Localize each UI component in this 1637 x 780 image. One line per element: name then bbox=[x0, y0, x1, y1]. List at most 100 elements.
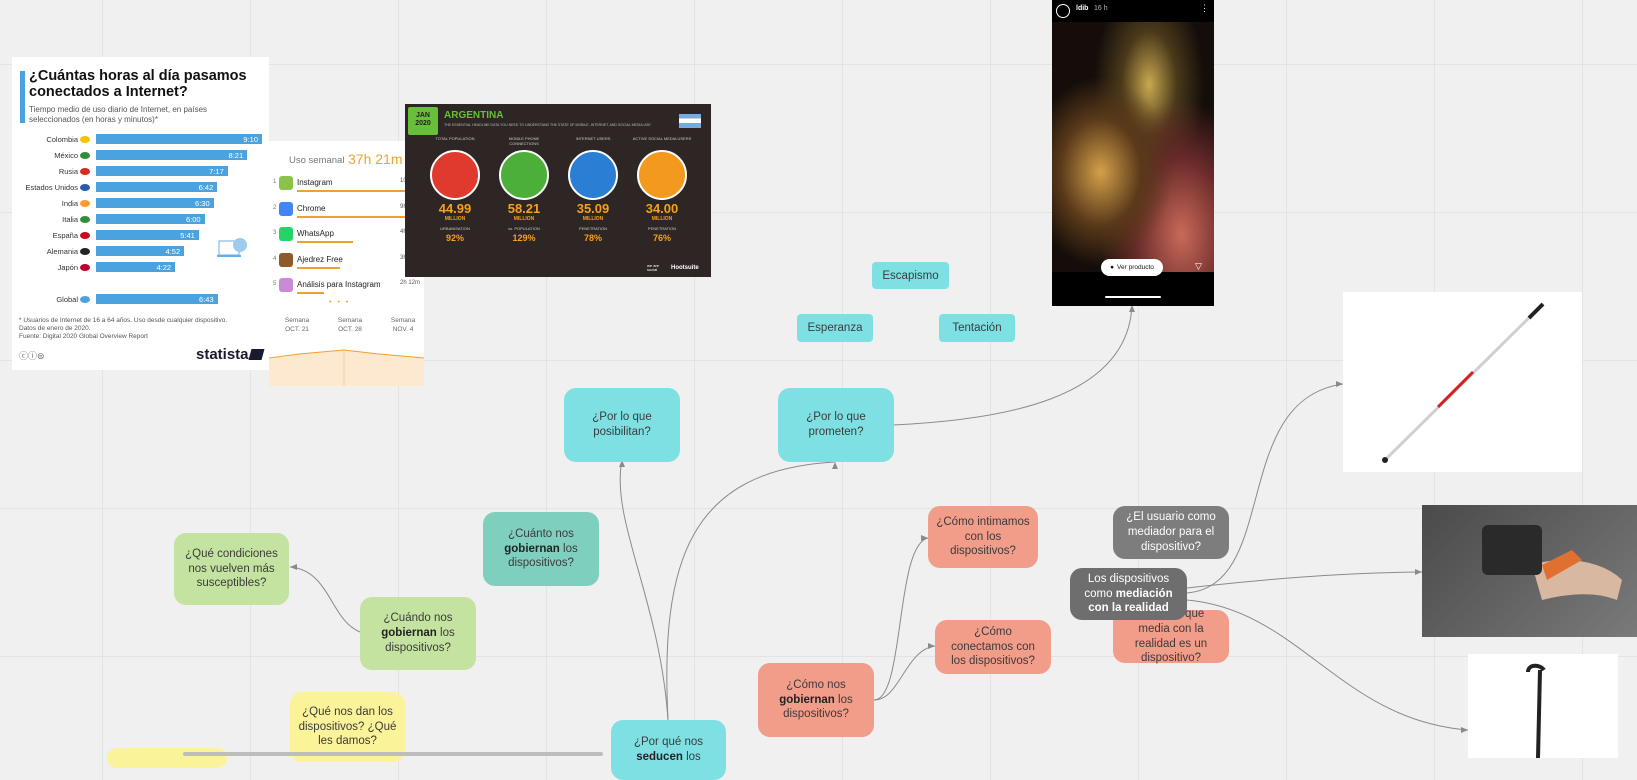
stat-value: 35.09 bbox=[576, 201, 610, 216]
stat-sub-value: 76% bbox=[652, 233, 671, 243]
story-time: 16 h bbox=[1094, 5, 1108, 12]
more-icon[interactable]: ⋮ bbox=[1200, 3, 1209, 13]
country-label: Alemania bbox=[46, 247, 78, 256]
stat-unit: MILLION bbox=[444, 216, 466, 222]
flag-icon bbox=[80, 152, 90, 159]
footnote-2: Datos de enero de 2020. bbox=[19, 325, 91, 332]
infographic-subtitle: Tiempo medio de uso diario de Internet, … bbox=[29, 105, 208, 124]
sticky-condiciones[interactable]: ¿Qué condiciones nos vuelven más suscept… bbox=[174, 533, 289, 605]
app-name: Ajedrez Free bbox=[297, 254, 343, 264]
sticky-cuando-gobiernan[interactable]: ¿Cuándo nos gobiernan los dispositivos? bbox=[360, 597, 476, 670]
flag-icon bbox=[80, 216, 90, 223]
bar-value: 4:52 bbox=[165, 247, 181, 256]
sticky-mediacion-realidad[interactable]: Los dispositivos como mediación con la r… bbox=[1070, 568, 1187, 620]
statista-infographic: ¿Cuántas horas al día pasamos conectados… bbox=[12, 57, 269, 370]
sticky-conectamos[interactable]: ¿Cómo conectamos con los dispositivos? bbox=[935, 620, 1051, 674]
sticky-bold-text: gobiernan bbox=[381, 627, 437, 640]
bar: 4:22 bbox=[96, 262, 176, 272]
stat-label: TOTAL POPULATION bbox=[435, 136, 475, 141]
sticky-text: ¿Cuánto nos bbox=[508, 527, 574, 540]
sticky-text: ¿Cómo nos bbox=[786, 678, 846, 691]
sticky-como-gobiernan[interactable]: ¿Cómo nos gobiernan los dispositivos? bbox=[758, 663, 874, 737]
country-label: India bbox=[61, 199, 78, 208]
tag-esperanza[interactable]: Esperanza bbox=[797, 314, 873, 342]
stat-icon bbox=[430, 150, 480, 200]
week-title: Semana bbox=[284, 317, 310, 324]
view-product-button[interactable]: ●Ver producto bbox=[1101, 259, 1163, 276]
sticky-cuanto-gobiernan[interactable]: ¿Cuánto nos gobiernan los dispositivos? bbox=[483, 512, 599, 586]
haptic-wristband-image bbox=[1422, 505, 1637, 637]
bar-value: 8:21 bbox=[228, 151, 244, 160]
sticky-posibilitan[interactable]: ¿Por lo que posibilitan? bbox=[564, 388, 680, 462]
hootsuite-logo: Hootsuite bbox=[671, 265, 699, 271]
sticky-prometen[interactable]: ¿Por lo que prometen? bbox=[778, 388, 894, 462]
app-bar bbox=[297, 190, 419, 192]
sticky-bold-text: mediación con la realidad bbox=[1088, 587, 1173, 615]
stat-sub-value: 78% bbox=[583, 233, 602, 243]
sticky-usuario-mediador[interactable]: ¿El usuario como mediador para el dispos… bbox=[1113, 506, 1229, 559]
bar: 8:21 bbox=[96, 150, 248, 160]
stat-label: MOBILE PHONE CONNECTIONS bbox=[508, 136, 540, 146]
sticky-que-nos-dan[interactable]: ¿Qué nos dan los dispositivos? ¿Qué les … bbox=[290, 692, 405, 762]
sticky-yellow-partial[interactable] bbox=[107, 748, 227, 768]
footer-note bbox=[409, 262, 629, 272]
sticky-text: Los dispositivos como bbox=[1084, 572, 1170, 600]
instagram-story: ldib 16 h ⋮ ●Ver producto ▽ bbox=[1052, 0, 1214, 306]
app-time: 2h 12m bbox=[399, 280, 420, 286]
horizontal-scrollbar[interactable] bbox=[183, 752, 603, 756]
send-icon[interactable]: ▽ bbox=[1195, 261, 1202, 271]
usage-label: Uso semanal bbox=[289, 155, 345, 166]
stat-sub-label: PENETRATION bbox=[647, 226, 677, 231]
stat-icon bbox=[568, 150, 618, 200]
argentina-flag-icon bbox=[679, 114, 701, 128]
app-icon bbox=[279, 278, 293, 292]
flag-icon bbox=[80, 184, 90, 191]
week-title: Semana bbox=[337, 317, 363, 324]
app-icon bbox=[279, 227, 293, 241]
app-rank: 5 bbox=[273, 281, 277, 287]
stat-icon bbox=[637, 150, 687, 200]
stat-unit: MILLION bbox=[582, 216, 604, 222]
country-title: ARGENTINA bbox=[444, 110, 504, 121]
bar-value: 9:10 bbox=[243, 135, 258, 144]
app-rank: 2 bbox=[273, 204, 277, 211]
tag-tentacion[interactable]: Tentación bbox=[939, 314, 1015, 342]
walking-cane-image bbox=[1468, 654, 1618, 759]
bag-icon: ● bbox=[1110, 264, 1115, 271]
app-row[interactable]: 1Instagram10h 2m bbox=[273, 176, 424, 196]
sticky-bold-text: gobiernan bbox=[504, 542, 560, 555]
sticky-por-que-seducen[interactable]: ¿Por qué nos seducen los bbox=[611, 720, 726, 780]
story-user[interactable]: ldib bbox=[1076, 5, 1089, 12]
page-dots[interactable]: ••• bbox=[329, 299, 355, 306]
app-icon bbox=[279, 252, 293, 267]
sticky-intimamos[interactable]: ¿Cómo intimamos con los dispositivos? bbox=[928, 506, 1038, 568]
bar: 6:00 bbox=[96, 214, 205, 224]
sticky-text: los bbox=[682, 750, 701, 763]
tag-escapismo[interactable]: Escapismo bbox=[872, 262, 949, 289]
stat-sub-label: vs. POPULATION bbox=[508, 226, 540, 231]
bar-value: 4:22 bbox=[156, 263, 172, 272]
bar: 5:41 bbox=[96, 230, 199, 240]
flag-icon bbox=[80, 296, 90, 303]
statista-mark-icon bbox=[248, 349, 265, 360]
bar-value: 5:41 bbox=[180, 231, 195, 240]
title-accent bbox=[20, 71, 25, 123]
avatar[interactable] bbox=[1056, 4, 1070, 18]
